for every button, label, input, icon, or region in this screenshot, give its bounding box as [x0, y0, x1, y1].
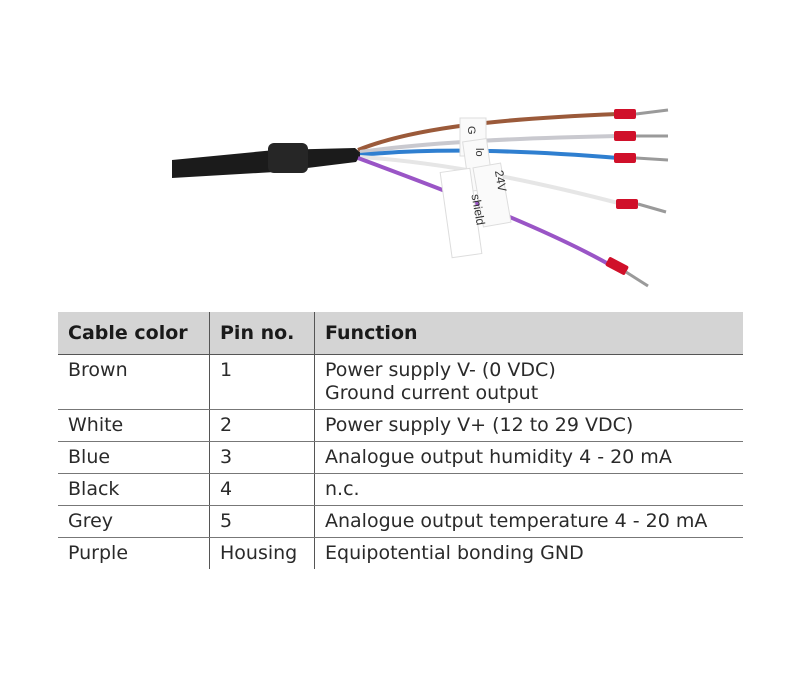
pin-cell: 4	[209, 473, 315, 506]
pin-cell: Housing	[209, 537, 315, 569]
function-cell: Analogue output humidity 4 - 20 mA	[314, 441, 743, 474]
function-line: n.c.	[325, 478, 360, 500]
header-cable-color: Cable color	[58, 312, 210, 355]
cable-color-cell: Purple	[68, 542, 129, 564]
wire-tips	[625, 108, 669, 288]
brown-wire	[357, 112, 619, 152]
function-line: Power supply V- (0 VDC)	[325, 359, 556, 381]
pin-cell: 2	[209, 409, 315, 442]
pin-cell: 5	[209, 505, 315, 538]
function-cell: Equipotential bonding GND	[314, 537, 743, 569]
cable-photo: G lo 24V shield	[172, 108, 669, 288]
tag-label-shield: shield	[468, 193, 487, 226]
function-cell: Analogue output temperature 4 - 20 mA	[314, 505, 743, 538]
function-line: Ground current output	[325, 382, 539, 404]
function-line: Analogue output humidity 4 - 20 mA	[325, 446, 672, 468]
table-row: Black 4 n.c.	[58, 473, 743, 506]
function-cell: Power supply V- (0 VDC) Ground current o…	[314, 354, 743, 410]
table-row: Brown 1 Power supply V- (0 VDC) Ground c…	[58, 354, 743, 410]
function-cell: Power supply V+ (12 to 29 VDC)	[314, 409, 743, 442]
tag-label-g: G	[465, 126, 477, 135]
header-pin-no: Pin no.	[209, 312, 315, 355]
table-row: White 2 Power supply V+ (12 to 29 VDC)	[58, 409, 743, 442]
ferrules	[605, 109, 638, 275]
table-row: Blue 3 Analogue output humidity 4 - 20 m…	[58, 441, 743, 474]
label-tags: G lo 24V shield	[439, 117, 512, 259]
cable-color-cell: Grey	[58, 505, 210, 538]
function-cell: n.c.	[314, 473, 743, 506]
tag-label-24v: 24V	[492, 169, 509, 192]
table-row: Grey 5 Analogue output temperature 4 - 2…	[58, 505, 743, 538]
header-function: Function	[314, 312, 743, 355]
cable-color-cell: Blue	[58, 441, 210, 474]
cable-jacket	[172, 148, 362, 178]
pin-cell: 1	[209, 354, 315, 410]
table-row: Purple Housing Equipotential bonding GND	[58, 537, 743, 569]
tag-label-lo: lo	[473, 148, 485, 157]
cable-color-cell: Black	[58, 473, 210, 506]
cable-color-cell: White	[58, 409, 210, 442]
table-header-row: Cable color Pin no. Function	[58, 312, 743, 355]
cable-color-cell: Brown	[58, 354, 210, 410]
function-line: Analogue output temperature 4 - 20 mA	[325, 510, 708, 532]
pin-cell: 3	[209, 441, 315, 474]
function-line: Power supply V+ (12 to 29 VDC)	[325, 414, 634, 436]
heat-shrink	[268, 143, 308, 173]
pin-assignment-table: Cable color Pin no. Function Brown 1 Pow…	[58, 312, 743, 569]
function-line: Equipotential bonding GND	[325, 542, 584, 564]
